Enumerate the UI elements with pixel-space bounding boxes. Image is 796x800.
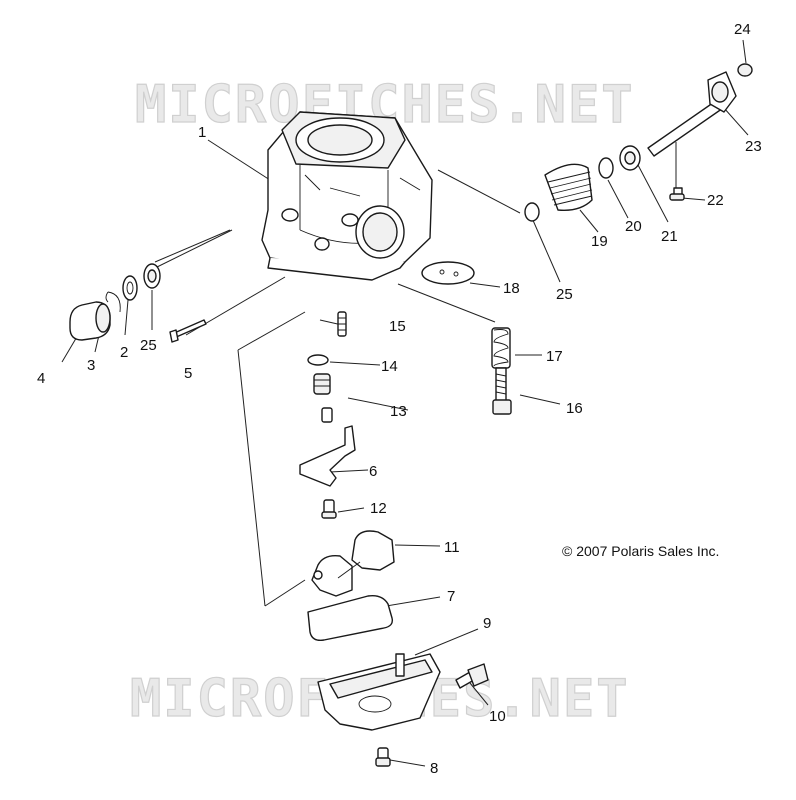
o-ring bbox=[307, 354, 329, 366]
leader-lines bbox=[61, 39, 749, 767]
float-assembly bbox=[311, 530, 395, 597]
float-bracket bbox=[299, 425, 356, 487]
watermark-top: MICROFICHES.NET bbox=[135, 75, 635, 135]
callout-24: 24 bbox=[734, 21, 751, 38]
callout-16: 16 bbox=[566, 400, 583, 417]
idle-adjust-screw bbox=[492, 367, 512, 415]
callout-20: 20 bbox=[625, 218, 642, 235]
spacer-washer bbox=[598, 157, 614, 179]
diaphragm-plate bbox=[421, 261, 475, 285]
shaft-cap bbox=[737, 63, 753, 77]
callout-9: 9 bbox=[483, 615, 491, 632]
right-washer bbox=[524, 202, 540, 222]
callout-23: 23 bbox=[745, 138, 762, 155]
bowl-gasket bbox=[307, 594, 394, 642]
callout-3: 3 bbox=[87, 357, 95, 374]
callout-11: 11 bbox=[444, 539, 460, 556]
callout-4: 4 bbox=[37, 370, 45, 387]
callout-19: 19 bbox=[591, 233, 608, 250]
pilot-jet bbox=[337, 311, 347, 337]
callout-6: 6 bbox=[369, 463, 377, 480]
callout-7: 7 bbox=[447, 588, 455, 605]
left-cap-set bbox=[69, 263, 161, 341]
callout-12: 12 bbox=[370, 500, 387, 517]
bowl-screw bbox=[375, 747, 391, 767]
callout-1: 1 bbox=[198, 124, 206, 141]
callout-labels: 1 2 3 4 5 6 7 8 9 10 11 12 13 14 15 16 1… bbox=[37, 21, 762, 777]
copyright-notice: © 2007 Polaris Sales Inc. bbox=[562, 543, 719, 559]
callout-21: 21 bbox=[661, 228, 678, 245]
callout-25-right: 25 bbox=[556, 286, 573, 303]
bracket-screw bbox=[321, 499, 337, 519]
long-screw bbox=[169, 319, 207, 343]
float-bowl bbox=[317, 653, 441, 731]
carburetor-body bbox=[261, 111, 433, 281]
callout-14: 14 bbox=[381, 358, 398, 375]
callout-22: 22 bbox=[707, 192, 724, 209]
main-jet-set bbox=[313, 373, 333, 423]
drain-screw bbox=[455, 663, 489, 689]
callout-25-left: 25 bbox=[140, 337, 157, 354]
shaft-bushing bbox=[619, 145, 641, 171]
shaft-screw bbox=[669, 187, 685, 201]
throttle-spring bbox=[544, 163, 593, 211]
callout-2: 2 bbox=[120, 344, 128, 361]
callout-5: 5 bbox=[184, 365, 192, 382]
callout-10: 10 bbox=[489, 708, 506, 725]
callout-17: 17 bbox=[546, 348, 563, 365]
callout-13: 13 bbox=[390, 403, 407, 420]
callout-18: 18 bbox=[503, 280, 520, 297]
callout-15: 15 bbox=[389, 318, 406, 335]
callout-8: 8 bbox=[430, 760, 438, 777]
idle-spring bbox=[491, 327, 511, 369]
throttle-shaft bbox=[647, 71, 737, 157]
